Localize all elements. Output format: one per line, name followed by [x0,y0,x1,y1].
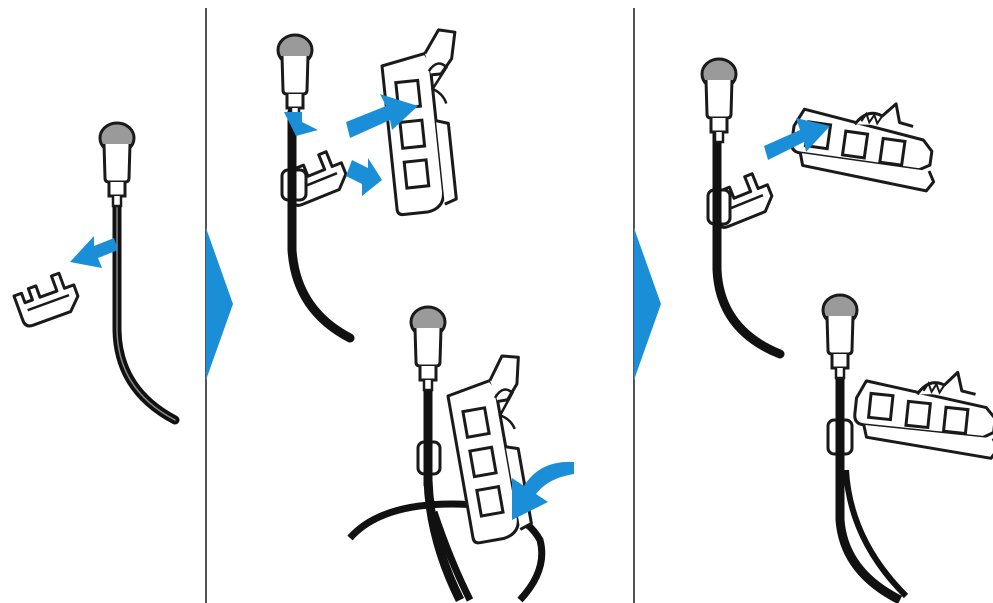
tie-clip-icon [852,362,993,459]
panel-2-bottom [350,307,574,600]
microphone-icon [278,35,312,118]
panel-3-bottom [823,295,993,600]
cable [292,112,350,338]
panel-2-top [278,28,473,338]
cable [717,132,780,354]
arrow-icon [70,236,118,268]
tie-clip-icon [443,353,549,543]
microphone-icon [702,59,736,142]
microphone-icon [823,295,857,378]
arrow-icon [346,158,382,196]
cable [117,206,175,420]
step-arrow-icon [634,228,661,380]
panel-1 [12,123,175,420]
microphone-icon [411,307,445,390]
microphone-icon [100,123,134,206]
step-arrow-icon [206,228,233,380]
cable-clip-icon [12,270,82,328]
